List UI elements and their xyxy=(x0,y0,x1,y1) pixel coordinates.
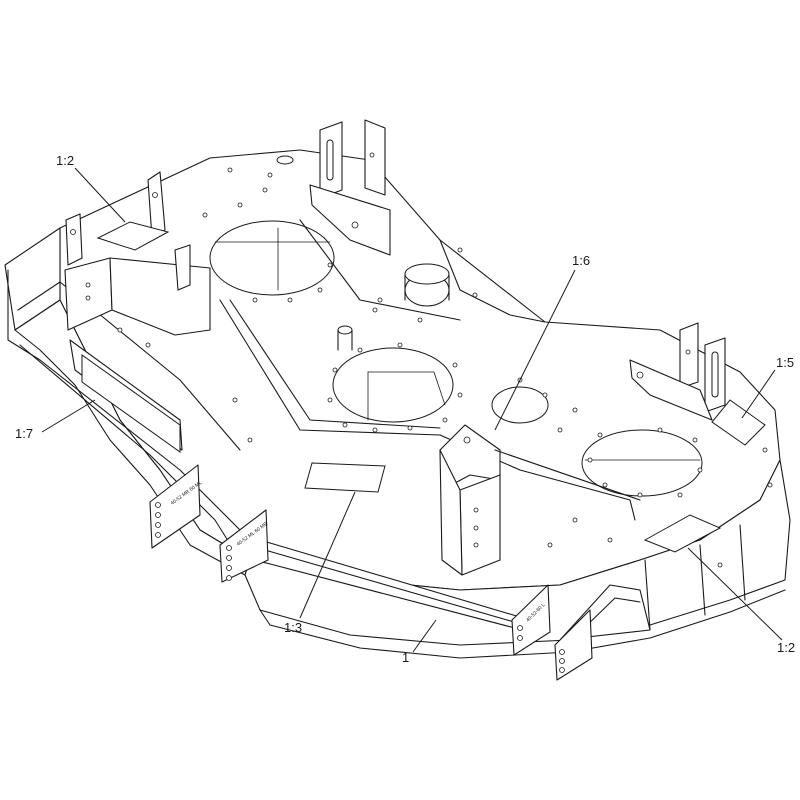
rear-left-bracket xyxy=(309,119,391,256)
leader-left-side-decal xyxy=(41,399,96,433)
decal-left-side xyxy=(81,354,181,453)
rear-right-bracket xyxy=(629,322,726,421)
leader-center-decal xyxy=(299,491,356,619)
callout-right-decal: 1:5 xyxy=(776,355,794,370)
center-spindle-opening xyxy=(332,347,454,423)
leader-right-decal xyxy=(741,369,776,419)
decals xyxy=(81,221,766,553)
callout-front-right-decal: 1:2 xyxy=(777,640,795,655)
leader-deck xyxy=(412,619,437,653)
spindle-openings xyxy=(209,155,703,497)
mounting-holes xyxy=(117,167,773,568)
callout-rear-left-decal: 1:2 xyxy=(56,153,74,168)
idler-opening xyxy=(491,386,549,424)
callout-deck: 1 xyxy=(402,650,409,665)
callout-center-decal: 1:3 xyxy=(284,620,302,635)
callout-labels: 1:2 1:6 1:5 1:7 1:3 1 1:2 xyxy=(15,153,795,665)
left-spindle-opening xyxy=(209,220,335,296)
leader-front-right-decal xyxy=(687,547,783,641)
callout-center-bracket: 1:6 xyxy=(572,253,590,268)
leader-rear-left-decal xyxy=(74,167,126,223)
left-rear-bracket xyxy=(64,171,211,336)
leader-center-bracket xyxy=(494,269,576,431)
decal-rear-left xyxy=(96,221,170,251)
front-left-hoc-bracket: 40-52 MR 60 ML xyxy=(149,464,203,549)
callout-left-side-decal: 1:7 xyxy=(15,426,33,441)
front-right-hoc-bracket: 40-52-60 L xyxy=(511,584,593,681)
decal-front-right xyxy=(643,514,722,553)
decal-right xyxy=(711,399,766,446)
center-front-bracket xyxy=(439,424,641,576)
leader-lines xyxy=(41,167,783,653)
decal-center xyxy=(304,462,386,493)
grease-fitting xyxy=(337,325,353,335)
